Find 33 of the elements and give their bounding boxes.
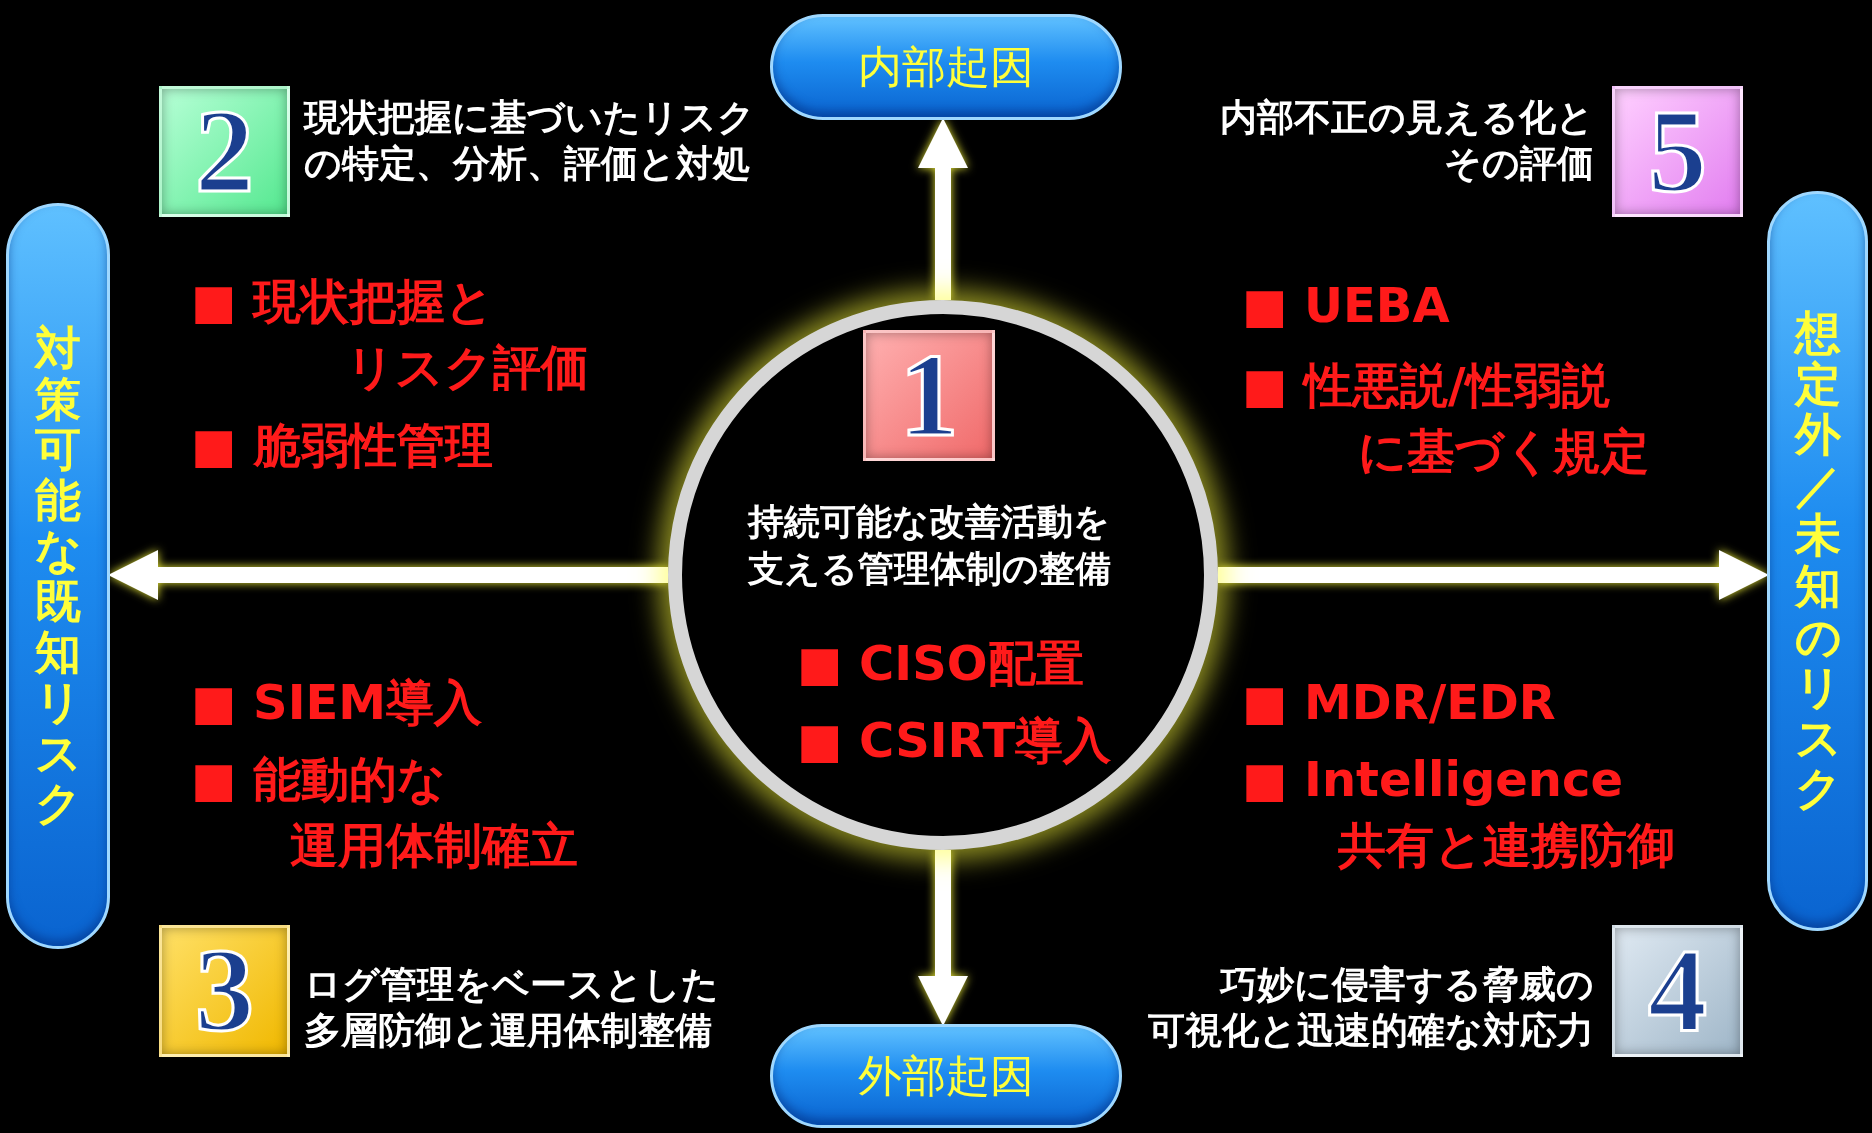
bullet-item: ■ CSIRT導入 — [797, 711, 1112, 770]
bullet-item: ■ 現状把握とリスク評価 — [191, 272, 589, 397]
number-tile — [1612, 86, 1743, 217]
pill-text: 外部起因 — [858, 1048, 1034, 1103]
number-tile — [159, 925, 290, 1057]
number-tile — [863, 330, 995, 461]
heading: 持続可能な改善活動を支える管理体制の整備 — [746, 500, 1112, 591]
description-text: 内部不正の見える化とその評価 — [1220, 95, 1594, 187]
description-text: 巧妙に侵害する脅威の可視化と迅速的確な対応力 — [1148, 962, 1594, 1054]
number-tile — [1612, 925, 1743, 1057]
step-number: 2 — [195, 92, 254, 211]
pill-text: 想定外／未知のリスク — [1794, 308, 1841, 814]
arrow — [918, 118, 968, 300]
arrow — [918, 850, 968, 1026]
pill-text: 対策可能な既知リスク — [35, 323, 81, 829]
bullet-item: ■ SIEM導入 — [191, 673, 483, 732]
arrow — [108, 550, 668, 600]
step-number: 5 — [1648, 92, 1707, 211]
description-text: 現状把握に基づいたリスクの特定、分析、評価と対処 — [304, 95, 755, 187]
step-number: 3 — [195, 932, 254, 1050]
bullet-item: ■ 性悪説/性弱説に基づく規定 — [1242, 356, 1649, 481]
arrow — [1218, 550, 1769, 600]
bullet-item: ■ 能動的な運用体制確立 — [191, 750, 578, 875]
bullet-item: ■ Intelligence共有と連携防御 — [1242, 750, 1675, 875]
step-number: 4 — [1648, 932, 1707, 1050]
bullet-item: ■ 脆弱性管理 — [191, 416, 494, 475]
step-number: 1 — [899, 336, 959, 455]
bullet-item: ■ CISO配置 — [797, 634, 1084, 693]
bullet-item: ■ UEBA — [1242, 276, 1450, 335]
bullet-item: ■ MDR/EDR — [1242, 673, 1556, 732]
number-tile — [159, 86, 290, 217]
pill-text: 内部起因 — [858, 39, 1034, 94]
description-text: ログ管理をベースとした多層防御と運用体制整備 — [304, 962, 719, 1054]
